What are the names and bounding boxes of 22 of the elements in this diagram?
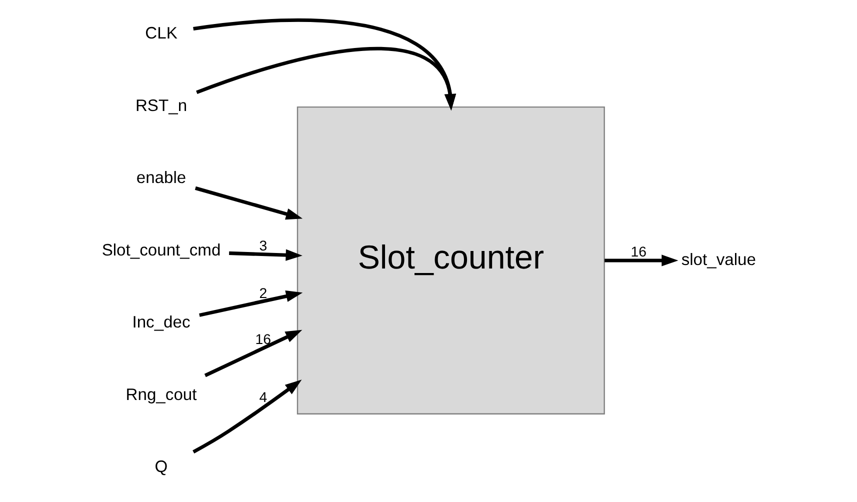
arrow — [194, 186, 302, 220]
arrow — [198, 290, 302, 317]
node-box: Slot_counter — [296, 106, 604, 414]
edge-label: 3 — [258, 238, 267, 255]
arrow — [192, 380, 302, 454]
edge-label: 2 — [258, 286, 267, 302]
node-text: Inc_dec — [132, 312, 190, 332]
node-text: Rng_cout — [125, 384, 196, 404]
node-text: Q — [154, 457, 168, 476]
node-text: Slot_count_cmd — [101, 240, 220, 260]
edge-label: 16 — [254, 332, 271, 348]
arrow — [604, 254, 678, 266]
node-text: RST_n — [134, 96, 187, 115]
edge-label: 16 — [630, 244, 646, 260]
arrow — [228, 249, 302, 261]
node-text: slot_value — [680, 250, 756, 269]
arrow — [192, 18, 456, 111]
node-text: CLK — [144, 24, 177, 43]
arrow — [204, 330, 302, 378]
node-text: enable — [136, 168, 186, 188]
edge-label: 4 — [258, 390, 267, 406]
arrow — [196, 46, 456, 111]
